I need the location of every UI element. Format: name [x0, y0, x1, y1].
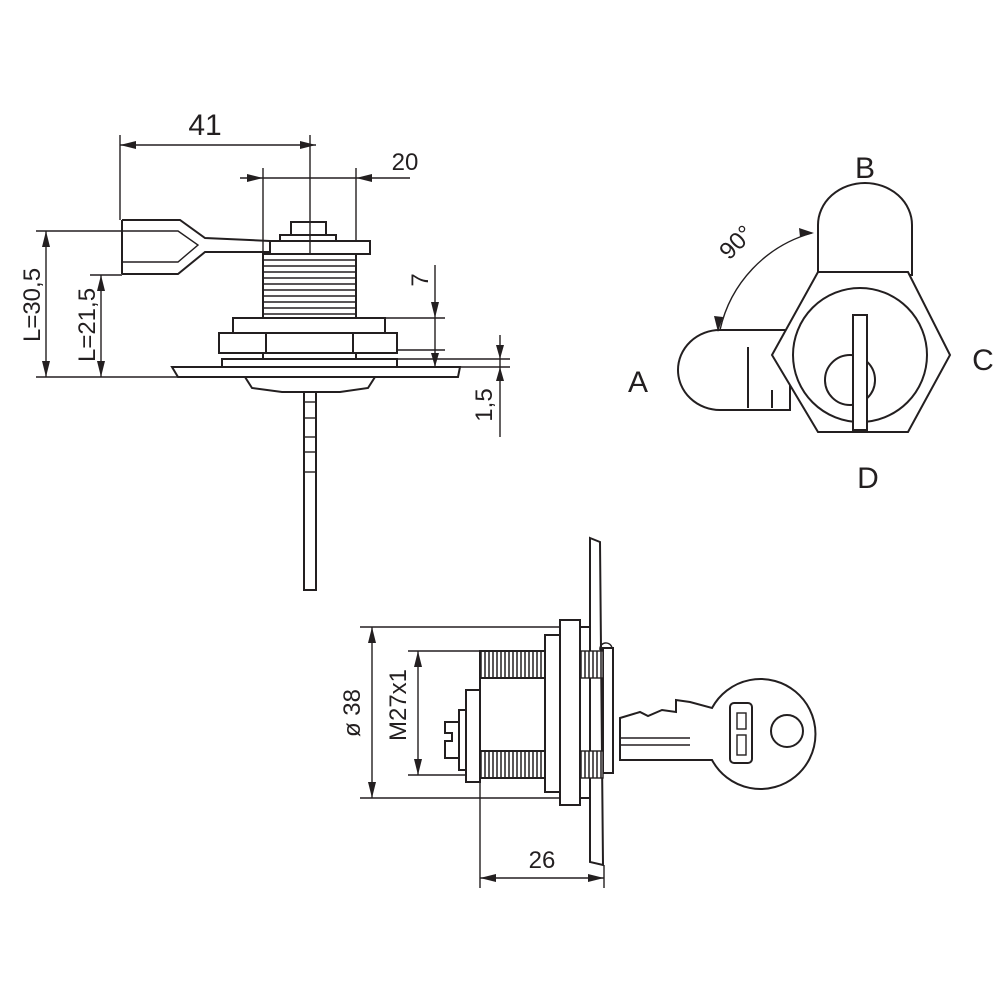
key	[619, 678, 817, 790]
dim-20-label: 20	[392, 149, 419, 176]
bottom-view: ø 38 M27x1 26	[339, 536, 817, 888]
front-view: 90° A B C D	[628, 152, 994, 495]
dim-length-max-label: L=30,5	[19, 268, 46, 342]
angle-label: 90°	[714, 220, 759, 265]
dim-depth-label: 26	[529, 847, 556, 874]
dim-thread-label: M27x1	[385, 669, 412, 741]
position-a-label: A	[628, 366, 648, 399]
dim-diameter-label: ø 38	[339, 689, 366, 737]
dim-7-label: 7	[407, 273, 434, 286]
dim-length-min-label: L=21,5	[74, 288, 101, 362]
thread-lines	[263, 259, 356, 315]
dim-1-5-label: 1,5	[471, 388, 498, 421]
position-c-label: C	[972, 344, 994, 377]
position-d-label: D	[857, 462, 879, 495]
dim-41-label: 41	[188, 109, 221, 142]
side-view: 41 20 7 1,5 L=30,5 L=21,5	[19, 109, 510, 591]
position-b-label: B	[855, 152, 875, 185]
